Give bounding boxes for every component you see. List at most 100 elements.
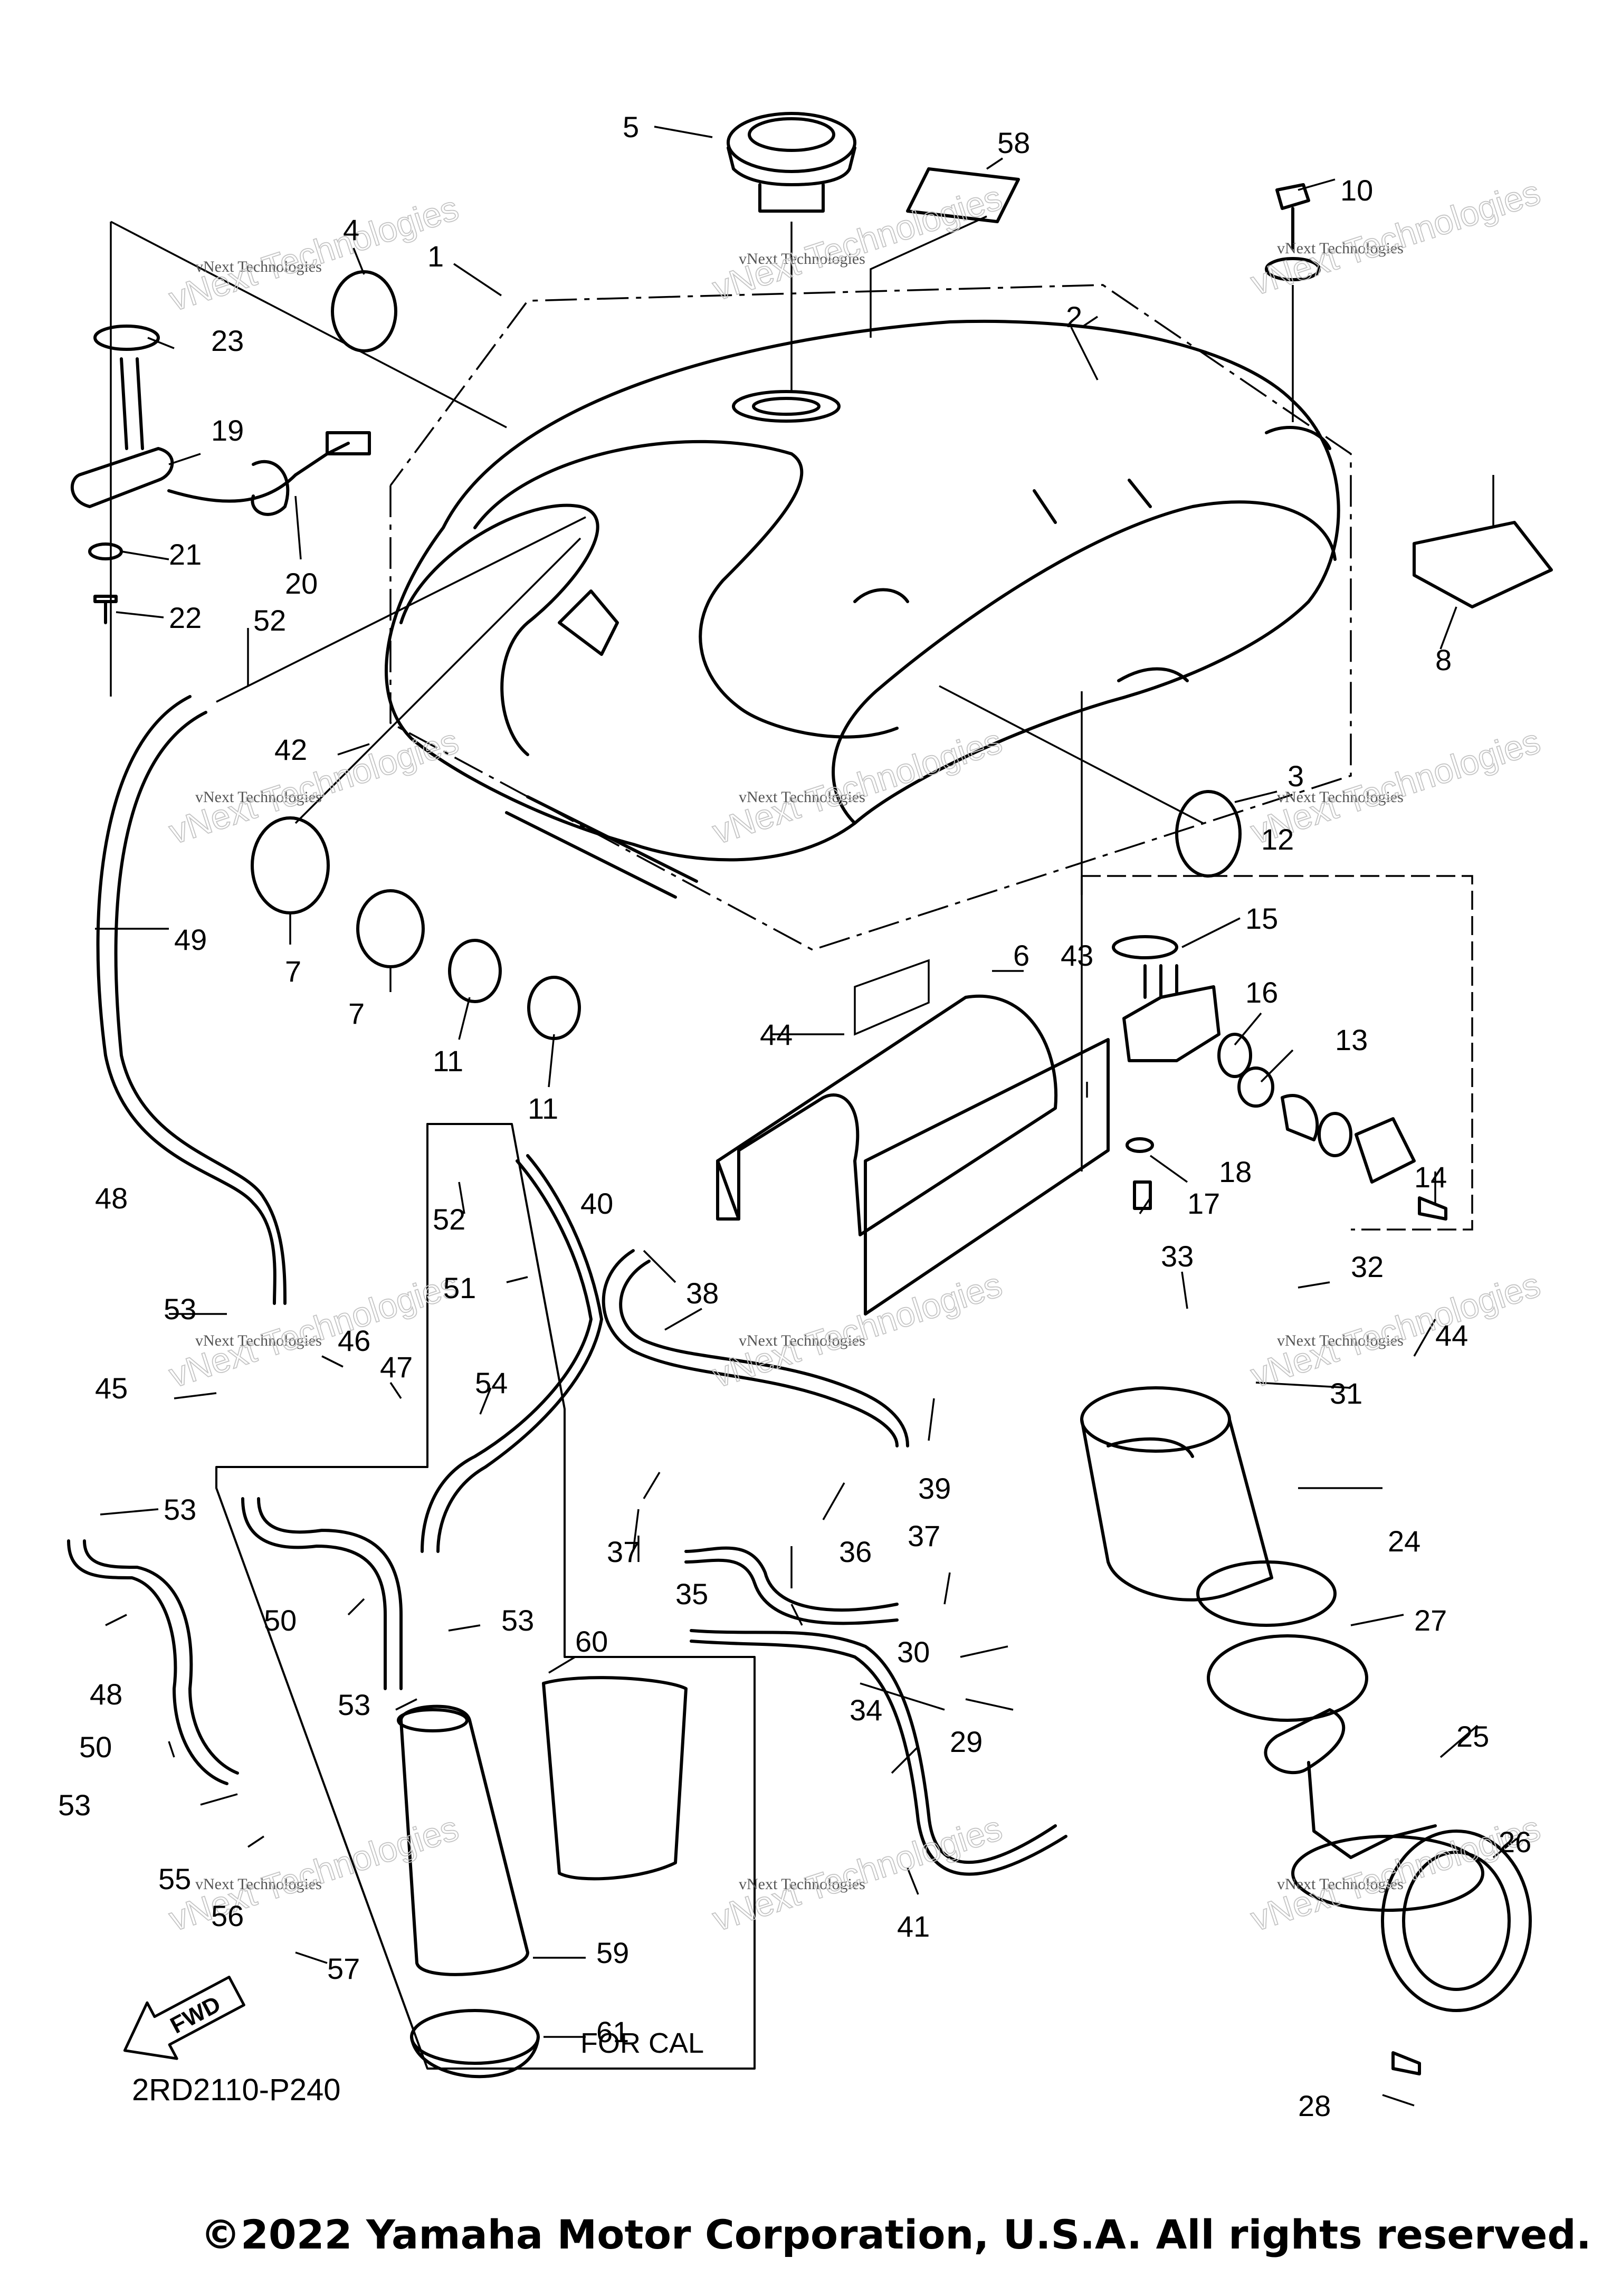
watermark-small: vNext Technologies xyxy=(195,1332,322,1349)
callout-4: 4 xyxy=(343,213,359,246)
canister xyxy=(397,1676,688,2079)
callout-53b: 53 xyxy=(164,1493,196,1526)
watermark-big: vNext Technologies xyxy=(1246,172,1544,302)
callout-15: 15 xyxy=(1245,902,1278,935)
fuel-pump xyxy=(1080,1386,1532,2075)
callout-52: 52 xyxy=(253,604,286,637)
callout-53c: 53 xyxy=(501,1604,534,1637)
fuel-tank-box xyxy=(389,284,1352,951)
callout-28: 28 xyxy=(1298,2089,1331,2122)
callout-53e: 53 xyxy=(58,1788,91,1822)
fuel-tank xyxy=(385,319,1340,899)
callout-44b: 44 xyxy=(1435,1319,1468,1352)
watermark-big: vNext Technologies xyxy=(164,1264,463,1395)
hoses xyxy=(67,695,1067,1876)
watermark-small: vNext Technologies xyxy=(1277,1332,1404,1349)
bracket-8 xyxy=(1413,521,1553,608)
watermark-small: vNext Technologies xyxy=(739,1332,865,1349)
watermark-big: vNext Technologies xyxy=(164,188,463,318)
callout-2: 2 xyxy=(1066,300,1082,334)
callout-16: 16 xyxy=(1245,976,1278,1009)
fuel-sender xyxy=(71,325,371,624)
leaders xyxy=(95,126,1521,2107)
callout-8: 8 xyxy=(1435,643,1452,677)
filler-cap xyxy=(727,112,856,213)
watermark-small: vNext Technologies xyxy=(1277,788,1404,806)
callout-57: 57 xyxy=(327,1952,360,1985)
callout-31: 31 xyxy=(1330,1377,1362,1410)
watermark-big: vNext Technologies xyxy=(1246,1264,1544,1395)
callout-13: 13 xyxy=(1335,1023,1368,1056)
callout-49: 49 xyxy=(174,923,207,956)
callout-56: 56 xyxy=(211,1899,244,1932)
fuel-cock-assembly xyxy=(1081,875,1473,1231)
callout-61: 61 xyxy=(596,2015,629,2049)
callout-29: 29 xyxy=(950,1725,983,1758)
diagram-code: 2RD2110-P240 xyxy=(132,2073,341,2107)
callout-26: 26 xyxy=(1499,1825,1531,1859)
watermark-small: vNext Technologies xyxy=(1277,1875,1404,1893)
heat-shield xyxy=(716,959,1110,1316)
watermark-big: vNext Technologies xyxy=(708,1264,1006,1395)
callout-11: 11 xyxy=(433,1044,463,1078)
callout-7: 7 xyxy=(285,955,301,988)
callout-34: 34 xyxy=(850,1693,882,1727)
callout-47: 47 xyxy=(380,1350,413,1384)
watermark-big: vNext Technologies xyxy=(164,1808,463,1938)
callout-3: 3 xyxy=(1288,759,1304,793)
watermark-small: vNext Technologies xyxy=(739,788,865,806)
callout-39: 39 xyxy=(918,1472,951,1505)
callout-25: 25 xyxy=(1456,1720,1489,1753)
watermark-small: vNext Technologies xyxy=(739,250,865,268)
watermark-small: vNext Technologies xyxy=(739,1875,865,1893)
callout-20: 20 xyxy=(285,567,318,600)
callout-38: 38 xyxy=(686,1276,719,1310)
callout-21: 21 xyxy=(169,538,202,571)
watermark-small: vNext Technologies xyxy=(195,258,322,275)
callout-27: 27 xyxy=(1414,1604,1447,1637)
callout-14: 14 xyxy=(1414,1160,1447,1194)
callout-35: 35 xyxy=(675,1577,708,1611)
callout-32: 32 xyxy=(1351,1250,1384,1283)
callout-33: 33 xyxy=(1161,1240,1194,1273)
callout-30: 30 xyxy=(897,1635,930,1669)
callout-44: 44 xyxy=(760,1018,793,1051)
callout-5: 5 xyxy=(623,110,639,144)
callout-53d: 53 xyxy=(338,1688,370,1721)
watermark-small: vNext Technologies xyxy=(195,1875,322,1893)
watermark-big: vNext Technologies xyxy=(164,721,463,851)
callout-18: 18 xyxy=(1219,1155,1252,1188)
callout-41: 41 xyxy=(897,1910,930,1943)
callout-46: 46 xyxy=(338,1324,370,1357)
callout-43: 43 xyxy=(1061,939,1093,972)
watermark-small: vNext Technologies xyxy=(1277,240,1404,257)
copyright-notice: ©2022 Yamaha Motor Corporation, U.S.A. A… xyxy=(201,2211,1591,2258)
callout-52b: 52 xyxy=(433,1203,465,1236)
callout-6: 6 xyxy=(1013,939,1029,972)
callout-58: 58 xyxy=(997,126,1030,159)
watermark-big: vNext Technologies xyxy=(708,721,1006,851)
callout-1: 1 xyxy=(427,240,444,273)
emblem-3 xyxy=(1175,790,1242,878)
fwd-arrow: FWD xyxy=(123,1976,245,2060)
callout-19: 19 xyxy=(211,414,244,447)
callout-51: 51 xyxy=(443,1271,476,1304)
callout-53: 53 xyxy=(164,1292,196,1326)
callout-labels: 1 2 3 4 5 6 7 7 8 10 11 11 12 13 14 15 1… xyxy=(58,110,1531,2122)
grommets xyxy=(251,270,581,1040)
callout-40: 40 xyxy=(580,1187,613,1220)
callout-48b: 48 xyxy=(90,1678,122,1711)
callout-50: 50 xyxy=(264,1604,297,1637)
callout-54: 54 xyxy=(475,1366,508,1399)
for-cal-label: FOR CAL xyxy=(580,2027,704,2059)
bolt-10 xyxy=(1265,183,1321,281)
callout-50b: 50 xyxy=(79,1730,112,1764)
watermark-small: vNext Technologies xyxy=(195,788,322,806)
callout-37b: 37 xyxy=(908,1519,940,1552)
callout-45: 45 xyxy=(95,1371,128,1405)
callout-60: 60 xyxy=(575,1625,608,1658)
callout-7b: 7 xyxy=(348,997,365,1030)
callout-11b: 11 xyxy=(528,1092,558,1125)
callout-12: 12 xyxy=(1261,823,1294,856)
